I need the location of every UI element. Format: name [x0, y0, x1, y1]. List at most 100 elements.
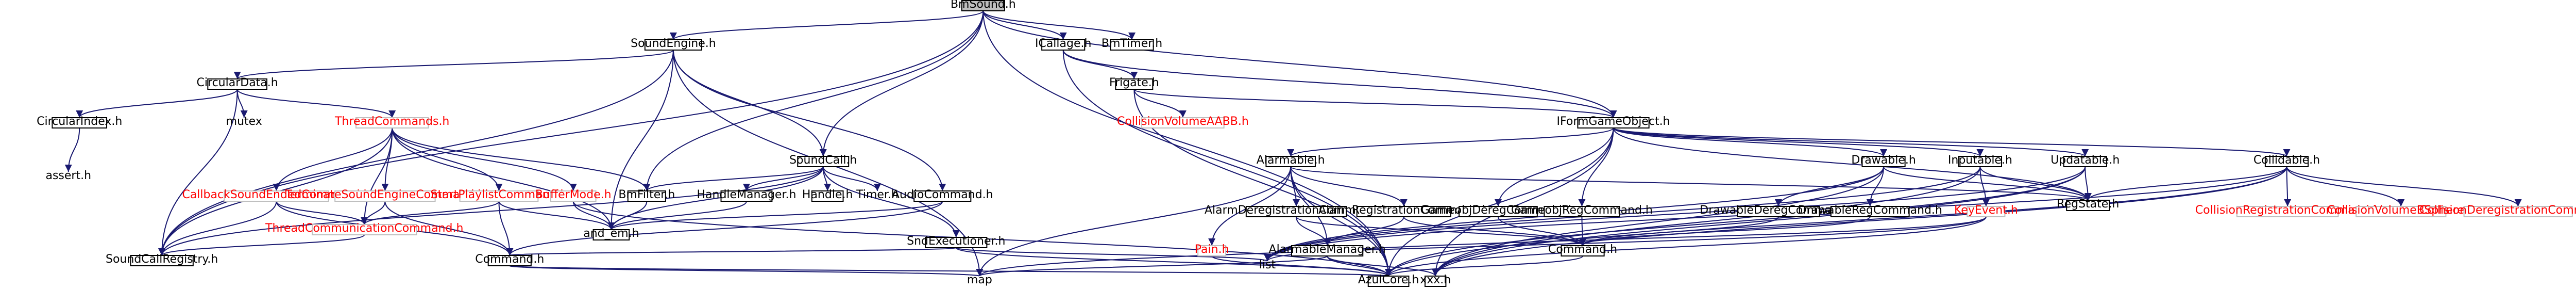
edge-frigate-to-collisionvolumeaabb	[1133, 89, 1187, 118]
node-bmfilter[interactable]: BmFilter.h	[618, 188, 675, 202]
node-box	[1110, 39, 1154, 51]
node-soundcallregistry[interactable]: SoundCallRegistry.h	[106, 253, 218, 266]
node-drawable[interactable]: Drawable.h	[1851, 154, 1916, 167]
node-xxx[interactable]: xxx.h	[1420, 274, 1451, 287]
edge-bmsound-to-soundengine	[670, 10, 984, 40]
node-label: HandleManager.h	[697, 188, 796, 201]
node-collidable[interactable]: Collidable.h	[2253, 154, 2320, 167]
node-box	[644, 39, 703, 51]
edge-icallage-to-igameobject	[1062, 50, 1617, 118]
edge-bmsound-to-azulcore	[982, 10, 1393, 277]
edge-layer	[64, 10, 2522, 277]
node-map: map	[967, 274, 992, 286]
node-terminatesoundengine[interactable]: TerminateSoundEngineCommand.h	[285, 188, 485, 202]
node-handlemanager[interactable]: HandleManager.h	[697, 188, 796, 202]
node-box	[2264, 156, 2309, 167]
node-box	[1544, 206, 1620, 217]
node-gamecommand[interactable]: Command.h	[1548, 243, 1617, 256]
node-box	[2463, 206, 2573, 217]
edge-terminatesoundengine-to-threadcommunication	[361, 201, 386, 225]
node-alarmablemanager[interactable]: AlarmableManager.h	[1269, 243, 1386, 256]
node-soundengine[interactable]: SoundEngine.h	[631, 37, 716, 51]
node-sndexecutioner[interactable]: SndExecutioner.h	[907, 235, 1005, 248]
node-bmsound[interactable]: BmSound.h	[951, 0, 1016, 11]
node-box	[550, 190, 597, 202]
edge-alarmable-to-map	[976, 166, 1292, 277]
node-audiocommand[interactable]: AudioCommand.h	[892, 188, 993, 202]
node-box	[720, 190, 773, 202]
edge-drawable-to-xxx	[1432, 166, 1885, 277]
node-azulcore[interactable]: AzulCore.h	[1358, 274, 1419, 287]
node-box	[334, 190, 436, 202]
edge-sndexecutioner-to-list	[955, 247, 1271, 262]
node-and_em[interactable]: and_em.h	[583, 227, 639, 240]
node-label: AudioCommand.h	[892, 188, 993, 201]
node-box	[1967, 206, 2006, 217]
node-handle[interactable]: Handle.h	[802, 188, 853, 202]
node-inputable[interactable]: Inputable.h	[1948, 154, 2012, 167]
node-box	[1958, 156, 2003, 167]
node-collisionvolumebsphere[interactable]: CollisionVolumeBSphere.h	[2327, 204, 2475, 217]
node-icallage[interactable]: ICallage.h	[1035, 37, 1091, 51]
node-label: map	[967, 274, 992, 286]
node-threadcommands[interactable]: ThreadCommands.h	[334, 115, 449, 129]
node-igameobject[interactable]: IFormGameObject.h	[1557, 115, 1670, 129]
node-label: Collidable.h	[2253, 154, 2320, 167]
edge-bmsound-to-igameobject	[982, 10, 1617, 118]
edge-command-to-azulcore	[509, 265, 1391, 277]
node-label: SoundCallRegistry.h	[106, 253, 218, 266]
edge-inputable-to-xxx	[1432, 166, 1981, 277]
node-box	[1561, 245, 1605, 256]
node-collisionvolumeaabb[interactable]: CollisionVolumeAABB.h	[1117, 115, 1249, 129]
edge-threadcommands-to-buffermode	[392, 127, 577, 191]
node-circulardata[interactable]: CircularData.h	[197, 76, 278, 90]
edge-soundengine-to-soundcallregistry	[158, 50, 674, 256]
edge-gamecommand-to-azulcore	[1385, 255, 1584, 277]
node-box	[1459, 206, 1538, 217]
node-keyevent[interactable]: KeyEvent.h	[1954, 204, 2018, 217]
edge-soundengine-to-audiocommand	[672, 50, 946, 191]
node-label: ThreadCommunicationCommand.h	[265, 222, 463, 235]
node-box	[2355, 206, 2447, 217]
node-collisionregistrationcommand[interactable]: CollisionRegistrationCommand.h	[2195, 204, 2380, 217]
node-command[interactable]: Command.h	[475, 253, 544, 266]
node-buffermode[interactable]: BufferMode.h	[535, 188, 612, 202]
node-startplaylist[interactable]: StartPlaylistCommand.h	[430, 188, 567, 202]
edge-soundcall-to-bmfilter	[643, 166, 824, 191]
node-frigate[interactable]: Frigate.h	[1109, 76, 1159, 90]
node-alarmable[interactable]: Alarmable.h	[1257, 154, 1325, 167]
edge-threadcommunication-to-soundcallregistry	[158, 234, 365, 256]
edge-alarmablemanager-to-map	[976, 255, 1328, 277]
node-box	[1245, 206, 1347, 217]
node-label: GameobjRegCommand.h	[1511, 204, 1653, 217]
node-collisionderegistrationcommand[interactable]: CollisionDeregistrationCommand.h	[2419, 204, 2576, 217]
edge-updatable-to-regstate	[2084, 166, 2092, 201]
node-drawableregcommand[interactable]: DrawableRegCommand.h	[1798, 204, 1942, 217]
node-box	[487, 255, 532, 266]
node-updatable[interactable]: Updatable.h	[2050, 154, 2120, 167]
node-threadcommunication[interactable]: ThreadCommunicationCommand.h	[265, 222, 463, 235]
node-soundcall[interactable]: SoundCall.h	[789, 154, 857, 167]
node-box	[130, 255, 194, 266]
node-label: TerminateSoundEngineCommand.h	[285, 188, 485, 201]
node-label: Command.h	[1548, 243, 1617, 256]
node-label: CollisionRegistrationCommand.h	[2195, 204, 2380, 217]
node-list: list	[1259, 259, 1276, 271]
edge-inputable-to-regstate	[1979, 166, 2092, 201]
edge-collidable-to-azulcore	[1385, 166, 2287, 277]
edge-threadcommands-to-bmfilter	[392, 127, 651, 191]
edge-collidable-to-collisionderegistrationcommand	[2286, 166, 2522, 207]
node-pain[interactable]: Pain.h	[1195, 243, 1229, 256]
node-circularindex[interactable]: CircularIndex.h	[37, 115, 122, 129]
node-label: AlarmableManager.h	[1269, 243, 1386, 256]
node-regstate[interactable]: RegState.h	[2057, 198, 2119, 211]
node-gameobjregcommand[interactable]: GameobjRegCommand.h	[1511, 204, 1653, 217]
node-label: mutex	[226, 115, 262, 128]
node-box	[1367, 276, 1410, 287]
edge-soundcall-to-sndexecutioner	[822, 166, 960, 238]
edge-keyevent-to-azulcore	[1385, 216, 1987, 277]
node-box	[925, 237, 988, 248]
edge-igameobject-to-updatable	[1613, 127, 2089, 157]
node-bmtimer[interactable]: BmTimer.h	[1101, 37, 1162, 51]
node-label: BmFilter.h	[618, 188, 675, 201]
